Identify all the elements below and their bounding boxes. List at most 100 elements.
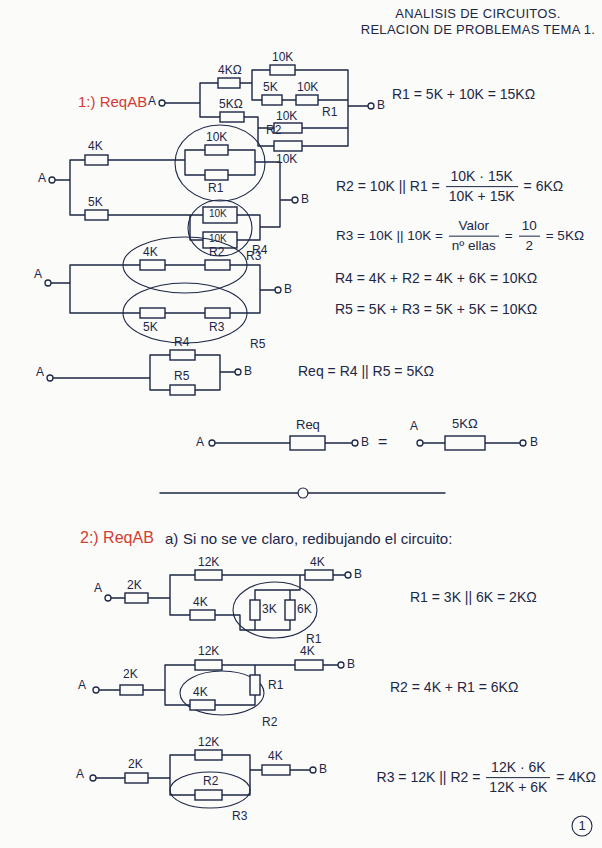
component-label: 4K: [143, 246, 158, 259]
component-label: A: [94, 582, 102, 595]
separator-line: [160, 492, 445, 493]
component-label: 4K: [300, 645, 315, 658]
component-label: 3K: [262, 603, 277, 616]
resistor-symbol: [125, 773, 148, 783]
resistor-symbol: [203, 207, 237, 223]
component-label: A: [34, 268, 42, 281]
equation-text: = 4KΩ: [556, 770, 596, 785]
terminal: [338, 662, 344, 668]
terminal: [45, 280, 51, 286]
component-label: =: [378, 434, 387, 451]
resistor-symbol: [445, 436, 485, 450]
component-label: R1: [268, 679, 283, 692]
note-text: Si no se ve claro, redibujando el circui…: [183, 531, 452, 547]
terminal: [93, 687, 99, 693]
resistor-symbol: [195, 570, 222, 580]
resistor-symbol: [140, 260, 165, 270]
component-label: 2K: [128, 758, 143, 771]
component-label: 12K: [198, 736, 219, 749]
equation-text: R5 = 5K + R3 = 5K + 5K = 10KΩ: [335, 302, 537, 317]
component-label: 10K: [297, 81, 318, 94]
note-text: a): [165, 531, 178, 547]
resistor-symbol: [290, 436, 325, 450]
equation-text: R1 = 3K || 6K = 2KΩ: [410, 590, 537, 605]
component-label: R3: [209, 321, 224, 334]
resistor-symbol: [262, 765, 290, 775]
terminal: [49, 177, 55, 183]
equation: Req = R4 || R5 = 5KΩ: [298, 364, 434, 379]
terminal: [310, 767, 316, 773]
component-label: 10K: [272, 51, 293, 64]
resistor-symbol: [125, 593, 148, 603]
fraction: 12K · 6K12K + 6K: [486, 760, 550, 796]
component-label: A: [148, 95, 156, 108]
fraction: 10K · 15K10K + 15K: [446, 169, 518, 205]
component-label: A: [410, 420, 418, 433]
terminal: [368, 103, 374, 109]
component-label: 4K: [88, 140, 103, 153]
resistor-symbol: [195, 790, 222, 800]
resistor-symbol: [218, 78, 240, 88]
resistor-symbol: [195, 660, 222, 670]
terminal: [417, 440, 423, 446]
component-label: R2: [209, 246, 224, 259]
equation-text: Req = R4 || R5 = 5KΩ: [298, 364, 434, 379]
component-label: 12K: [198, 645, 219, 658]
resistor-symbol: [250, 675, 260, 695]
problem-heading: 1:) ReqAB: [78, 94, 147, 110]
fraction-numerator: 10: [519, 219, 540, 237]
terminal: [352, 440, 358, 446]
resistor-symbol: [205, 145, 228, 155]
component-label: R2: [262, 716, 277, 729]
separator-dot: [298, 488, 308, 498]
problem-heading: 2:) ReqAB: [80, 530, 154, 547]
resistor-symbol: [170, 385, 195, 395]
resistor-symbol: [285, 600, 295, 620]
resistor-symbol: [262, 95, 282, 105]
equation: R1 = 5K + 10K = 15KΩ: [392, 87, 535, 102]
equation: R2 = 10K || R1 =10K · 15K10K + 15K= 6KΩ: [336, 169, 563, 205]
resistor-symbol: [190, 610, 215, 620]
resistor-symbol: [270, 65, 295, 75]
equation-text: R3 = 10K || 10K =: [336, 229, 443, 244]
component-label: 10K: [209, 209, 227, 220]
component-label: R3: [232, 810, 247, 823]
component-label: 5KΩ: [452, 417, 478, 431]
equation-text: =: [505, 229, 513, 244]
wire: [111, 575, 345, 630]
component-label: 5K: [88, 196, 103, 209]
terminal: [105, 595, 111, 601]
resistor-symbol: [305, 570, 333, 580]
page-title: ANALISIS DE CIRCUITOS. RELACION DE PROBL…: [360, 6, 596, 38]
fraction-denominator: 12K + 6K: [486, 779, 550, 796]
component-label: R1: [322, 106, 337, 119]
fraction-denominator: 2: [519, 237, 540, 254]
terminal: [520, 440, 526, 446]
equation: R1 = 3K || 6K = 2KΩ: [410, 590, 537, 605]
fraction-denominator: nº ellas: [449, 237, 499, 254]
terminal: [209, 440, 215, 446]
page-number-circle: [572, 816, 592, 836]
component-label: B: [284, 283, 292, 296]
component-label: 10K: [276, 153, 297, 166]
fraction: Valornº ellas: [449, 219, 499, 254]
equation: R3 = 12K || R2 = 12K · 6K12K + 6K = 4KΩ: [377, 760, 596, 796]
component-label: B: [244, 365, 252, 378]
component-label: B: [354, 568, 362, 581]
fraction: 102: [519, 219, 540, 254]
component-label: R4: [252, 244, 267, 257]
component-label: 4KΩ: [218, 64, 242, 77]
component-label: R2: [203, 775, 218, 788]
resistor-symbol: [274, 141, 302, 151]
terminal: [235, 369, 241, 375]
equation-text: R3 = 12K || R2 =: [377, 770, 481, 785]
resistor-symbol: [140, 308, 165, 318]
component-label: R5: [250, 338, 265, 351]
equation-text: R4 = 4K + R2 = 4K + 6K = 10KΩ: [335, 271, 537, 286]
component-label: B: [377, 99, 385, 112]
component-label: 6K: [297, 603, 312, 616]
component-label: 10K: [209, 234, 227, 245]
component-label: R1: [208, 182, 223, 195]
equation-text: R2 = 4K + R1 = 6KΩ: [390, 680, 518, 695]
resistor-symbol: [250, 600, 260, 620]
